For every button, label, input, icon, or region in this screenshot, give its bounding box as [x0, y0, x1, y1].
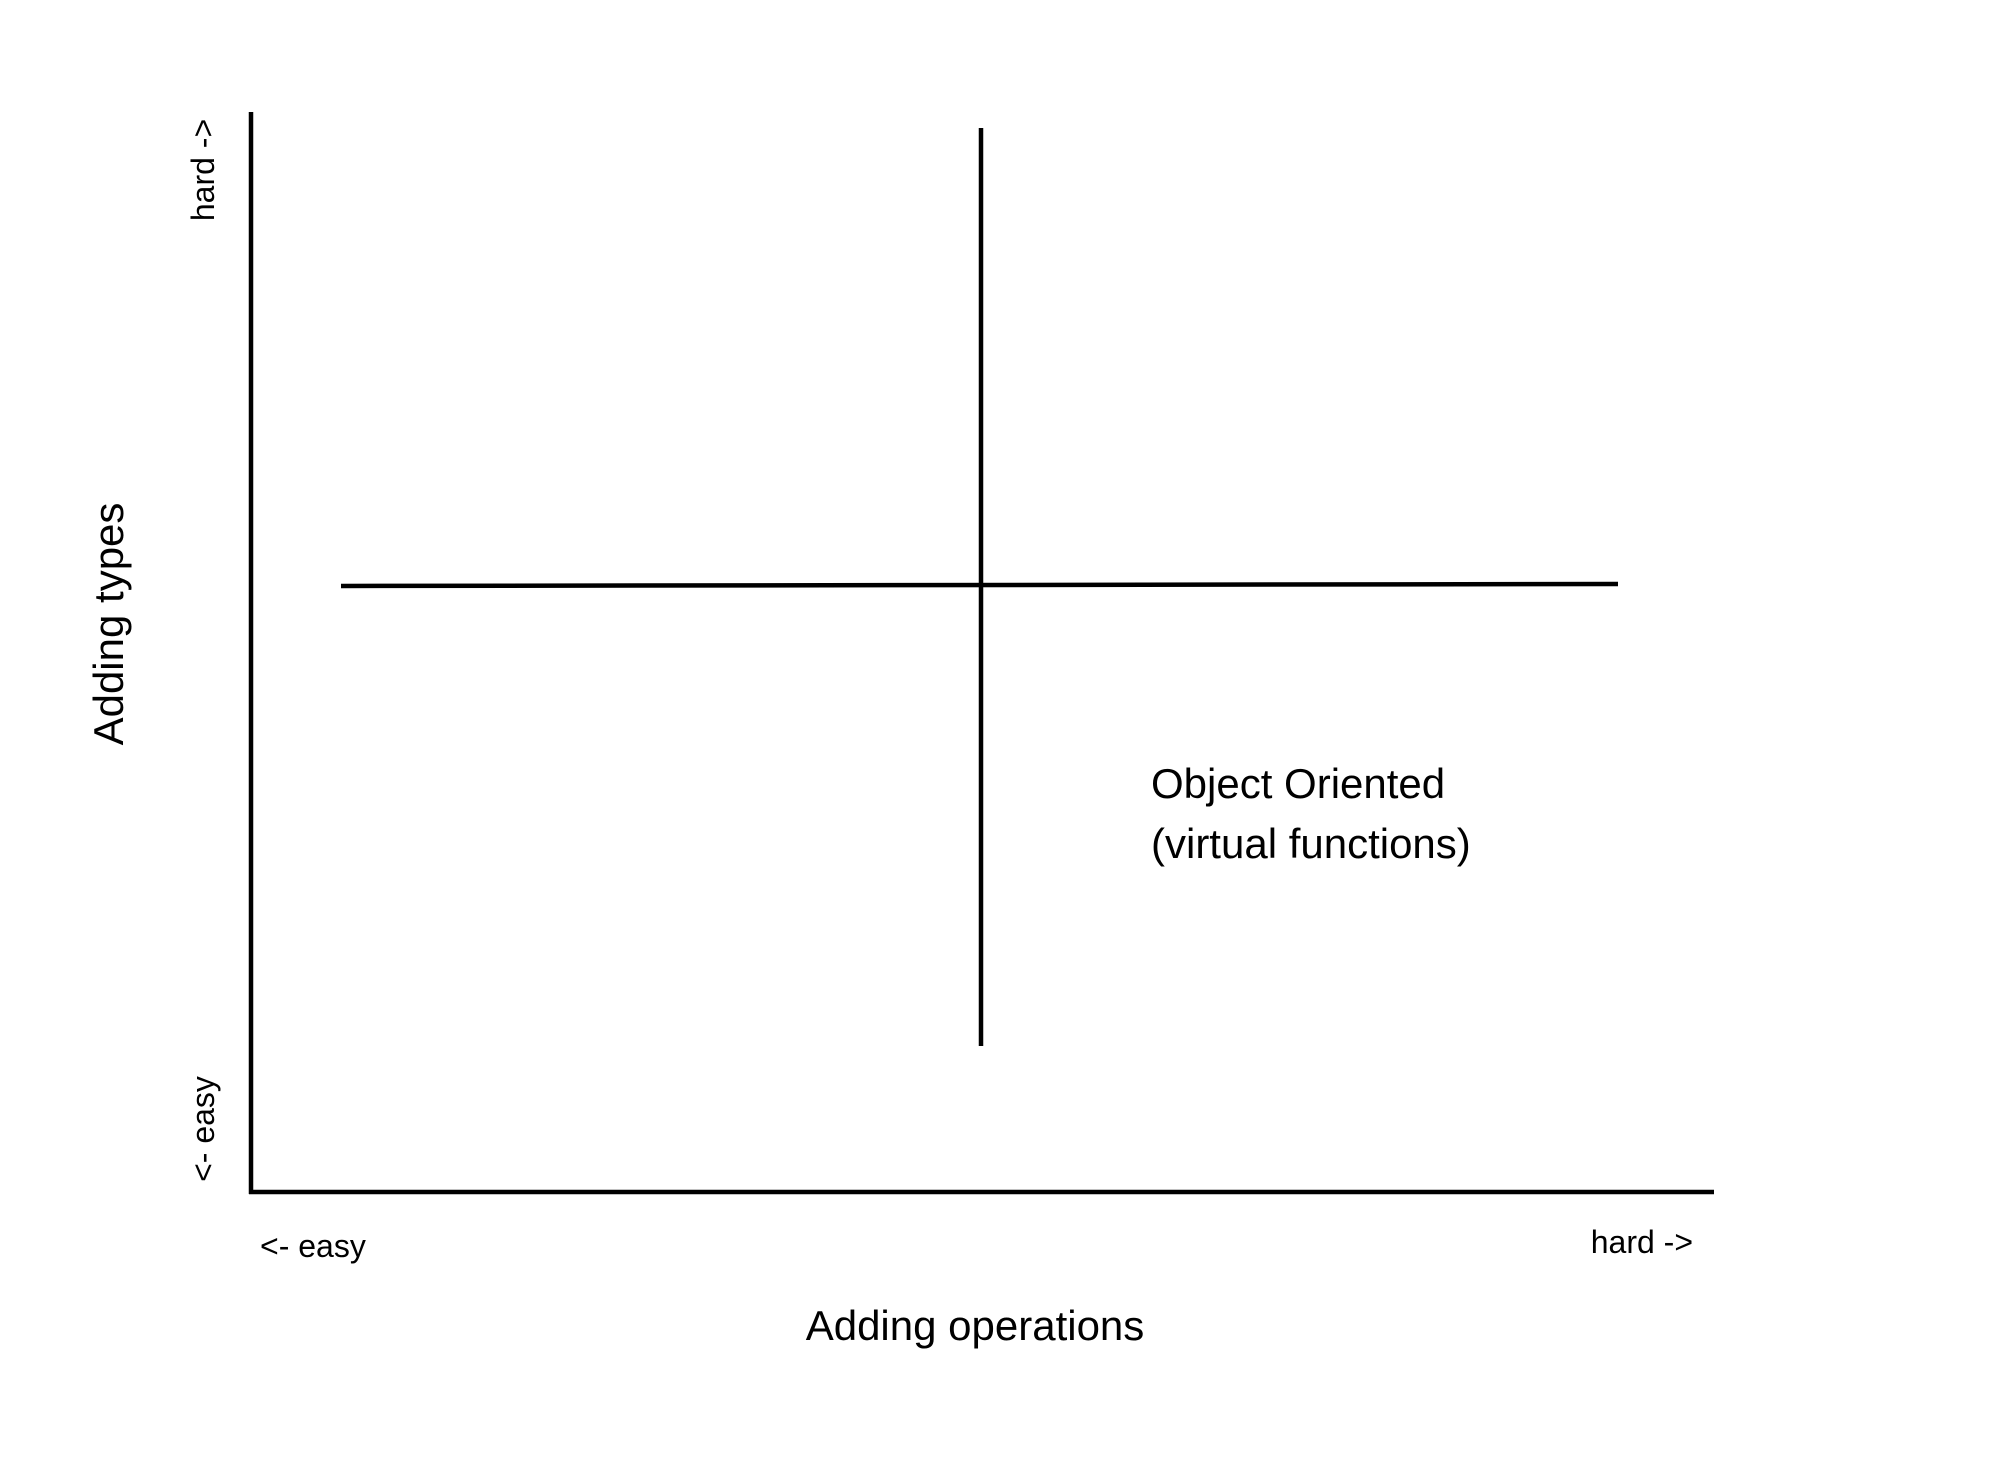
horizontal-divider-line	[340, 581, 1619, 589]
y-axis-high-label: hard ->	[185, 119, 221, 221]
x-axis-title: Adding operations	[806, 1302, 1145, 1349]
y-axis-low-label: <- easy	[185, 1076, 221, 1182]
x-axis-high-label: hard ->	[1591, 1224, 1693, 1260]
quadrant-label-line1: Object Oriented	[1151, 760, 1445, 807]
y-axis-title: Adding types	[85, 503, 132, 746]
x-axis-low-label: <- easy	[260, 1228, 366, 1264]
quadrant-label-line2: (virtual functions)	[1151, 820, 1471, 867]
